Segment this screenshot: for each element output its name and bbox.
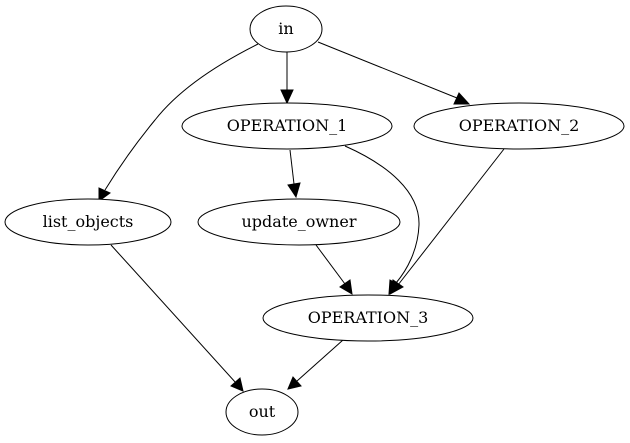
node-label-out: out <box>249 402 276 421</box>
node-list-objects: list_objects <box>4 198 172 246</box>
edge-in-to-operation-2 <box>317 41 471 105</box>
edge-operation-1-to-update-owner <box>287 149 301 199</box>
edge-in-to-list-objects <box>98 43 259 202</box>
node-update-owner: update_owner <box>197 198 401 246</box>
node-label-list-objects: list_objects <box>43 212 134 231</box>
edge-in-to-operation-1 <box>280 52 294 105</box>
node-label-operation-3: OPERATION_3 <box>308 308 429 327</box>
edge-list-objects-to-out <box>110 244 244 392</box>
node-label-operation-1: OPERATION_1 <box>227 116 348 135</box>
edge-operation-2-to-operation-3 <box>389 148 505 295</box>
node-in: in <box>249 5 323 53</box>
node-label-operation-2: OPERATION_2 <box>459 116 580 135</box>
node-operation-1: OPERATION_1 <box>181 102 393 150</box>
node-label-in: in <box>278 19 293 38</box>
node-operation-2: OPERATION_2 <box>413 102 625 150</box>
node-out: out <box>225 388 299 436</box>
edge-operation-3-to-out <box>287 339 344 390</box>
node-label-update-owner: update_owner <box>242 212 357 231</box>
edge-update-owner-to-operation-3 <box>315 244 353 295</box>
node-operation-3: OPERATION_3 <box>262 294 474 342</box>
